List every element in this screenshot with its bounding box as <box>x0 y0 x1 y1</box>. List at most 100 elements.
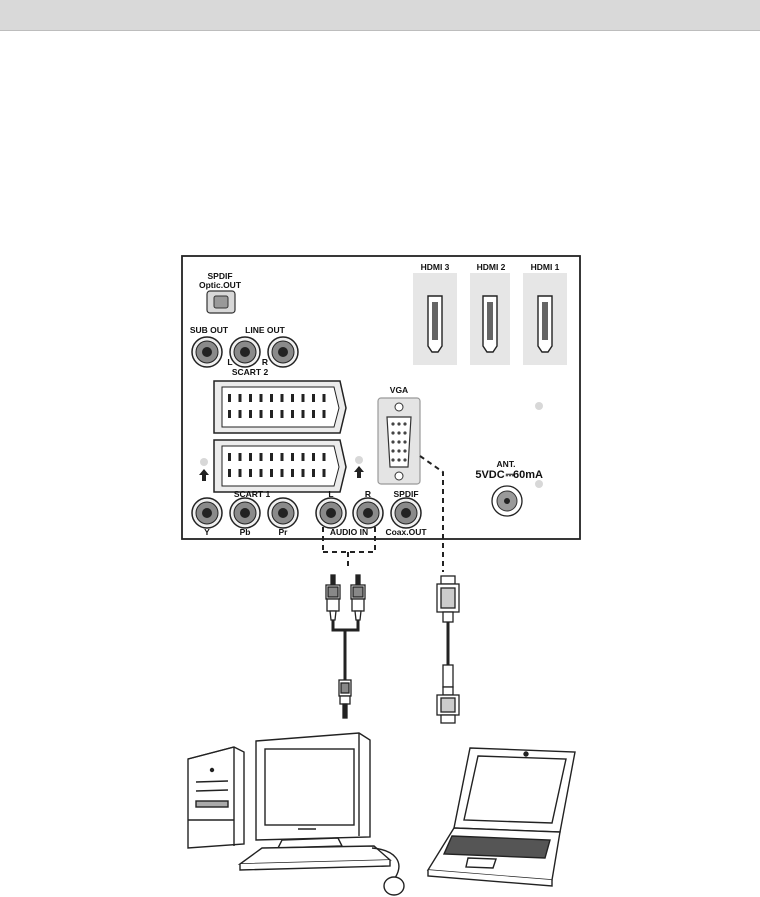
antenna-port[interactable] <box>491 485 523 517</box>
scart-pin <box>291 453 294 461</box>
vga-port[interactable] <box>377 397 421 485</box>
vga-pin <box>397 431 401 435</box>
scart-pin <box>238 394 242 402</box>
scart-pin <box>301 469 305 477</box>
scart-pin <box>301 453 305 461</box>
current-label: 60mA <box>513 469 543 481</box>
scart-pin <box>259 394 263 402</box>
scart-pin <box>238 469 242 477</box>
vga-pin <box>391 449 395 453</box>
hdmi3-label: HDMI 3 <box>421 262 450 272</box>
vga-label: VGA <box>390 385 408 395</box>
scart-pin <box>228 453 231 461</box>
audio-in-r-jack[interactable] <box>352 497 384 529</box>
hdmi1-block[interactable] <box>523 273 567 365</box>
scart-pin <box>228 469 231 477</box>
vga-pin <box>391 422 395 426</box>
line-out-l-jack[interactable] <box>229 336 261 368</box>
pr-jack[interactable] <box>267 497 299 529</box>
scart-pin <box>322 394 326 402</box>
sub-out-label: SUB OUT <box>190 325 229 335</box>
spdif-coax-label-2: Coax.OUT <box>385 527 427 537</box>
scart-pin <box>259 453 263 461</box>
audio-in-dashed-link <box>322 527 376 567</box>
vga-cable-icon <box>436 575 460 724</box>
scart-pin <box>228 394 231 402</box>
scart-pin <box>280 453 284 461</box>
vga-pin <box>403 449 407 453</box>
vga-pin <box>403 458 407 462</box>
header-bar <box>0 0 760 30</box>
scart1-label: SCART 1 <box>234 489 271 499</box>
line-out-r-jack[interactable] <box>267 336 299 368</box>
vga-dashed-link <box>419 455 444 572</box>
arrow-up-icon <box>199 469 209 481</box>
scart-pin <box>322 410 326 418</box>
scart-pin <box>312 410 315 418</box>
dc-symbol-icon: ⎓ <box>506 469 515 481</box>
scart-pin <box>312 469 315 477</box>
y-jack[interactable] <box>191 497 223 529</box>
spdif-optic-label-2: Optic.OUT <box>199 280 242 290</box>
hdmi2-label: HDMI 2 <box>477 262 506 272</box>
rca-cable-icon <box>325 574 366 719</box>
line-out-l-label: L <box>227 357 232 367</box>
scart-pin <box>301 410 305 418</box>
vga-pin <box>397 422 401 426</box>
hdmi2-block[interactable] <box>470 273 510 365</box>
scart-pin <box>249 453 252 461</box>
pb-jack[interactable] <box>229 497 261 529</box>
y-label: Y <box>204 527 210 537</box>
scart-pin <box>270 469 273 477</box>
arrow-up-icon-2 <box>354 466 364 478</box>
scart2-connector[interactable] <box>213 380 347 434</box>
vga-pin <box>403 431 407 435</box>
hdmi3-block[interactable] <box>413 273 457 365</box>
scart-pin <box>280 394 284 402</box>
spdif-optic-label-1: SPDIF <box>207 271 232 281</box>
scart-pin <box>238 410 242 418</box>
scart-pin <box>280 469 284 477</box>
header-divider <box>0 30 760 31</box>
scart-pin <box>280 410 284 418</box>
vga-pin <box>391 458 395 462</box>
scart-pin <box>270 410 273 418</box>
screw-hole-1 <box>535 402 543 410</box>
audio-l-label: L <box>328 489 333 499</box>
pb-label: Pb <box>240 527 251 537</box>
vga-pin <box>397 458 401 462</box>
scart-pin <box>270 394 273 402</box>
scart-pin <box>259 410 263 418</box>
vga-pin <box>397 440 401 444</box>
scart-pin <box>249 469 252 477</box>
scart-pin <box>291 394 294 402</box>
sub-out-jack[interactable] <box>191 336 223 368</box>
vga-pin <box>391 431 395 435</box>
scart-pin <box>238 453 242 461</box>
indicator-left <box>200 458 208 466</box>
scart-pin <box>312 453 315 461</box>
desktop-pc-icon <box>187 732 405 896</box>
scart-pin <box>249 410 252 418</box>
screw-hole-2 <box>535 480 543 488</box>
scart-pin <box>228 410 231 418</box>
spdif-optical-port[interactable] <box>206 290 236 314</box>
scart-pin <box>259 469 263 477</box>
scart-pin <box>301 394 305 402</box>
spdif-coax-jack[interactable] <box>390 497 422 529</box>
audio-in-l-jack[interactable] <box>315 497 347 529</box>
scart-pin <box>322 469 326 477</box>
scart1-connector[interactable] <box>213 439 347 493</box>
vga-pin <box>403 440 407 444</box>
scart-pin <box>249 394 252 402</box>
scart-pin <box>270 453 273 461</box>
line-out-label: LINE OUT <box>245 325 285 335</box>
scart-pin <box>291 469 294 477</box>
ant-label: ANT. <box>497 459 516 469</box>
hdmi1-label: HDMI 1 <box>531 262 560 272</box>
line-out-r-label: R <box>262 357 268 367</box>
laptop-icon <box>426 747 576 887</box>
scart-pin <box>322 453 326 461</box>
vga-pin <box>403 422 407 426</box>
